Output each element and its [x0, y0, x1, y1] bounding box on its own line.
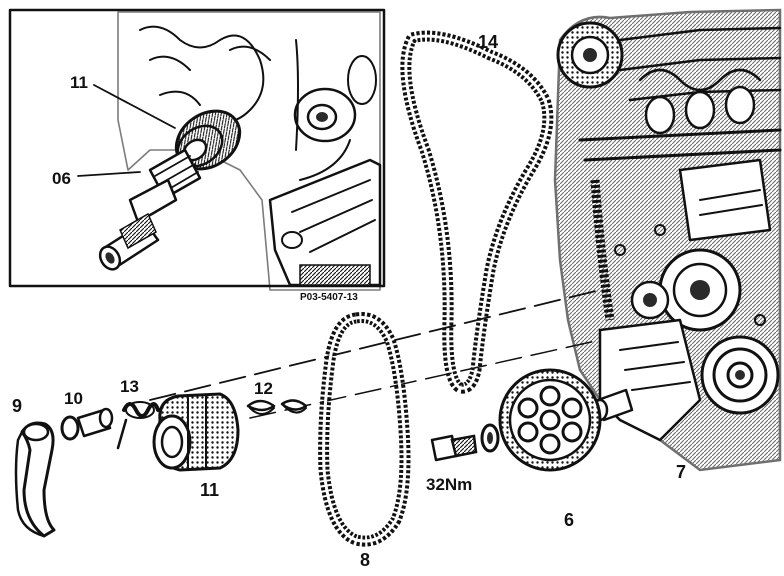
part-9-guide-rail: [14, 421, 56, 538]
inset-label-11: 11: [70, 73, 88, 92]
part-6-sprocket-wheel: [498, 368, 602, 472]
label-torque: 32Nm: [426, 475, 472, 494]
figure-reference: P03-5407-13: [300, 292, 358, 303]
inset-leader-11: [93, 84, 176, 129]
part-12-keys: [246, 399, 308, 415]
part-10-sleeve: [60, 407, 114, 441]
chain-14: [400, 30, 554, 394]
label-part-13: 13: [120, 377, 139, 396]
assembly-axis: [149, 289, 601, 419]
part-8-chain: [318, 311, 411, 547]
part-13-spring: [116, 401, 160, 450]
label-part-9: 9: [12, 396, 22, 416]
inset-engine-block: [117, 11, 382, 291]
part-11-sprocket: [152, 392, 240, 472]
label-part-10: 10: [64, 389, 83, 408]
bolt-and-washer: [430, 423, 500, 462]
label-part-8: 8: [360, 550, 370, 570]
inset-label-06: 06: [52, 169, 71, 188]
inset-leader-06: [77, 171, 141, 177]
part-labels: 9 10 13 12 11 8 14 32Nm 6 7: [12, 32, 686, 570]
engine-block-7: [553, 8, 782, 472]
label-part-14: 14: [478, 32, 498, 52]
inset-detail-view: 11 06 P03-5407-13: [8, 8, 386, 303]
label-part-11: 11: [200, 480, 219, 500]
crankshaft-pulley: [700, 335, 780, 415]
camshaft-sprocket: [556, 21, 624, 89]
label-part-6: 6: [564, 510, 574, 530]
idler-pulley: [658, 248, 742, 332]
label-part-12: 12: [254, 379, 273, 398]
tensioner-pulley: [630, 280, 670, 320]
label-part-7: 7: [676, 462, 686, 482]
inset-puller-tool: [98, 148, 202, 271]
